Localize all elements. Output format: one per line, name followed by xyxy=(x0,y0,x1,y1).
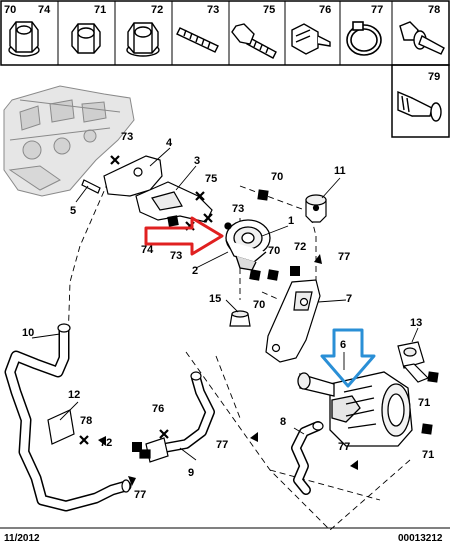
marker-cross xyxy=(110,155,120,165)
catalog-label-70: 70 xyxy=(4,4,16,16)
callout-9: 9 xyxy=(188,467,194,479)
footer-date: 11/2012 xyxy=(4,533,40,544)
cross-markers xyxy=(79,155,213,445)
grommet-fastener-icon xyxy=(397,90,442,122)
bolt-icon xyxy=(231,23,277,59)
callout-6: 6 xyxy=(340,339,346,351)
collar-nut-icon xyxy=(126,22,160,57)
callout-73-mid: 73 xyxy=(232,203,244,215)
catalog-label-77: 77 xyxy=(371,4,383,16)
callout-73-lower: 73 xyxy=(170,250,182,262)
catalog-label-74: 74 xyxy=(38,4,51,16)
callout-76: 76 xyxy=(152,403,164,415)
catalog-label-73: 73 xyxy=(207,4,219,16)
marker-cross xyxy=(159,429,169,439)
callout-5: 5 xyxy=(70,205,76,217)
hose-8 xyxy=(291,421,324,495)
callout-2: 2 xyxy=(192,265,198,277)
hose-clip-icon xyxy=(291,23,331,55)
marker-cross xyxy=(195,191,205,201)
callout-73-upper: 73 xyxy=(121,131,133,143)
cap-15 xyxy=(229,310,251,327)
callout-10: 10 xyxy=(22,327,34,339)
callout-12: 12 xyxy=(68,389,80,401)
callout-8: 8 xyxy=(280,416,286,428)
marker-cross xyxy=(79,435,89,445)
electric-pump-6 xyxy=(297,371,413,447)
callout-72-lower: 72 xyxy=(100,437,112,449)
marker-triangle xyxy=(314,254,322,264)
callout-1: 1 xyxy=(288,215,294,227)
hose-9 xyxy=(159,371,215,453)
marker-triangle xyxy=(350,460,358,470)
parts-catalog xyxy=(0,0,450,138)
hex-nut-icon xyxy=(71,23,101,54)
marker-square xyxy=(249,269,261,281)
hose-clamp-icon xyxy=(346,21,382,56)
catalog-label-78: 78 xyxy=(428,4,440,16)
marker-cross xyxy=(203,213,213,223)
callout-78: 78 xyxy=(80,415,92,427)
catalog-label-79: 79 xyxy=(428,71,440,83)
fastener-markers xyxy=(132,189,439,452)
catalog-label-71: 71 xyxy=(94,4,106,16)
engine-block xyxy=(3,85,135,197)
bracket-7 xyxy=(265,279,321,363)
stud-5 xyxy=(81,179,101,194)
callout-74: 74 xyxy=(141,244,154,256)
callout-11: 11 xyxy=(334,165,346,177)
bracket-3 xyxy=(135,181,213,223)
callout-4: 4 xyxy=(166,137,173,149)
marker-square xyxy=(132,442,142,452)
marker-triangle xyxy=(128,476,136,486)
callout-71-upper: 71 xyxy=(418,397,430,409)
marker-square xyxy=(427,371,439,383)
catalog-label-75: 75 xyxy=(263,4,275,16)
bracket-12 xyxy=(47,409,75,445)
connector-13 xyxy=(397,341,430,383)
callout-13: 13 xyxy=(410,317,422,329)
stud-icon xyxy=(176,27,219,53)
marker-triangle xyxy=(98,436,106,446)
red-highlight-arrow xyxy=(144,216,224,256)
footer-reference: 00013212 xyxy=(398,533,443,544)
callout-71-lower: 71 xyxy=(422,449,434,461)
callout-75: 75 xyxy=(205,173,217,185)
callout-7: 7 xyxy=(346,293,352,305)
marker-triangle xyxy=(250,432,258,442)
flange-nut-icon xyxy=(8,21,40,57)
blue-highlight-arrow xyxy=(320,328,376,388)
washer-bolt-icon xyxy=(399,21,445,55)
clamp-markers xyxy=(98,254,358,486)
callout-15: 15 xyxy=(209,293,221,305)
leader-lines xyxy=(31,147,419,461)
callout-77-upper: 77 xyxy=(338,251,350,263)
callout-70-low: 70 xyxy=(253,299,265,311)
fitting-clip xyxy=(139,437,169,463)
marker-square xyxy=(421,423,433,435)
callout-72-upper: 72 xyxy=(294,241,306,253)
callout-77-right: 77 xyxy=(338,441,350,453)
catalog-label-72: 72 xyxy=(151,4,163,16)
marker-square xyxy=(257,189,269,201)
marker-square xyxy=(290,266,300,276)
callout-70-mid: 70 xyxy=(268,245,280,257)
hose-10 xyxy=(4,323,132,512)
callout-70-top: 70 xyxy=(271,171,283,183)
callout-77-left: 77 xyxy=(134,489,146,501)
callout-77-center: 77 xyxy=(216,439,228,451)
bracket-4 xyxy=(103,155,163,197)
marker-square xyxy=(167,215,179,227)
sensor-11 xyxy=(305,194,327,223)
coolant-pump-1 xyxy=(224,219,271,271)
catalog-label-76: 76 xyxy=(319,4,331,16)
callout-3: 3 xyxy=(194,155,200,167)
marker-square xyxy=(267,269,279,281)
